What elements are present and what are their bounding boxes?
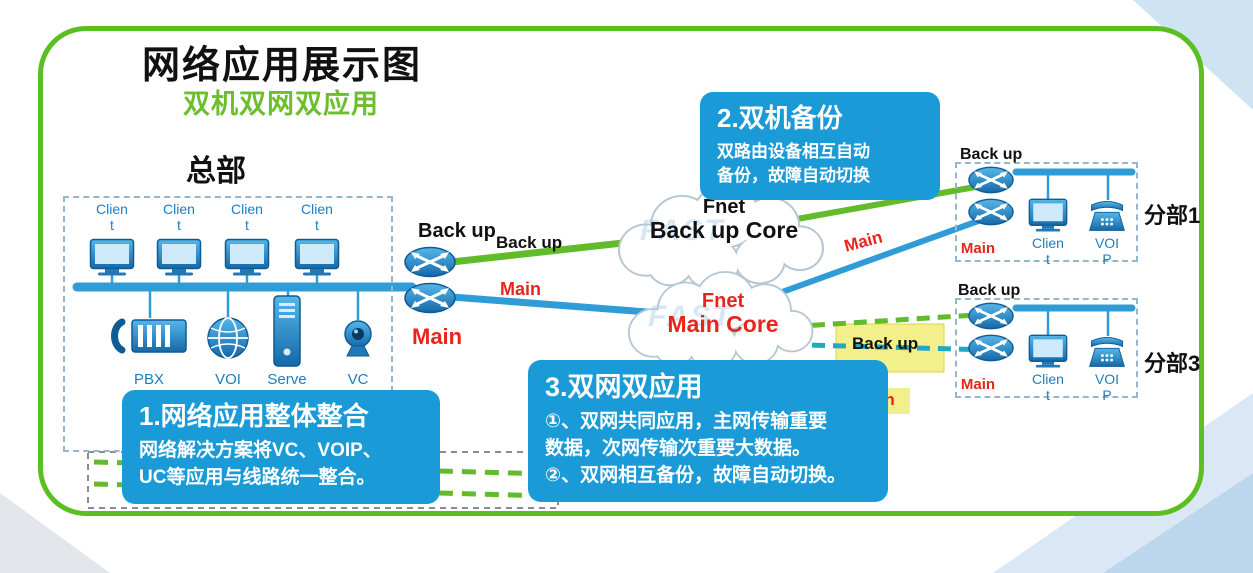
hq-title: 总部 (186, 155, 246, 188)
backup-link-label: Back up (496, 233, 563, 252)
callout-title: 1.网络应用整体整合 (139, 401, 369, 431)
router-icon (404, 246, 456, 278)
main-cloud-label: Fnet Main Core (628, 290, 818, 337)
page-title: 网络应用展示图 (142, 45, 423, 87)
callout-title: 2.双机备份 (717, 103, 843, 133)
callout-title: 3.双网双应用 (545, 372, 703, 402)
voip-phone-icon (1086, 332, 1128, 370)
main-cloud-name: Fnet (701, 290, 745, 312)
callout-body: ①、双网共同应用，主网传输重要 数据，次网传输次重要大数据。 ②、双网相互备份，… (545, 411, 847, 486)
page-subtitle: 双机双网双应用 (183, 89, 379, 119)
backup-cloud-core: Back up Core (649, 217, 799, 243)
branch1-backup-label: Back up (960, 146, 1023, 163)
router-icon (968, 198, 1014, 226)
voip-globe-icon (206, 316, 250, 360)
hq-main-router-label: Main (412, 324, 463, 349)
server-icon (272, 294, 302, 368)
vc-camera-icon (335, 318, 381, 360)
hq-backup-router-label: Back up (418, 220, 496, 242)
client-label: Clien t (301, 201, 333, 233)
router-icon (968, 334, 1014, 362)
monitor-icon (1028, 198, 1068, 232)
main-link-label: Main (500, 279, 542, 299)
branch1-title: 分部1 (1144, 203, 1201, 228)
monitor-icon (156, 238, 202, 276)
voip-phone-icon (1086, 196, 1128, 234)
backup-cloud-label: Fnet Back up Core (618, 196, 830, 243)
callout-dual-network-application: 3.双网双应用 ①、双网共同应用，主网传输重要 数据，次网传输次重要大数据。 ②… (528, 360, 888, 502)
branch1-main-label: Main (960, 240, 996, 257)
router-icon (404, 282, 456, 314)
monitor-icon (294, 238, 340, 276)
branch3-voip-label: VOI P (1094, 371, 1120, 403)
callout-body: 双路由设备相互自动 备份，故障自动切换 (717, 141, 870, 186)
branch3-title: 分部3 (1144, 351, 1201, 376)
branch3-main-label: Main (960, 376, 996, 393)
branch1-voip-label: VOI P (1094, 235, 1120, 267)
callout-dual-machine-backup: 2.双机备份 双路由设备相互自动 备份，故障自动切换 (700, 92, 940, 201)
pbx-icon (110, 314, 188, 360)
device-label-server: Serve (267, 371, 307, 388)
branch3-backup-link-label: Back up (852, 334, 919, 353)
monitor-icon (224, 238, 270, 276)
branch3-backup-label: Back up (958, 282, 1021, 299)
client-label: Clien t (96, 201, 128, 233)
device-label-voip: VOI (215, 371, 241, 388)
callout-network-integration: 1.网络应用整体整合 网络解决方案将VC、VOIP、 UC等应用与线路统一整合。 (122, 390, 440, 504)
branch1-client-label: Clien t (1032, 235, 1064, 267)
branch3-client-label: Clien t (1032, 371, 1064, 403)
router-icon (968, 166, 1014, 194)
client-label: Clien t (231, 201, 263, 233)
device-label-pbx: PBX (133, 371, 164, 388)
callout-body: 网络解决方案将VC、VOIP、 UC等应用与线路统一整合。 (139, 439, 382, 488)
monitor-icon (89, 238, 135, 276)
client-label: Clien t (163, 201, 195, 233)
router-icon (968, 302, 1014, 330)
main-cloud-core: Main Core (667, 311, 779, 337)
monitor-icon (1028, 334, 1068, 368)
device-label-vc: VC (347, 371, 369, 388)
